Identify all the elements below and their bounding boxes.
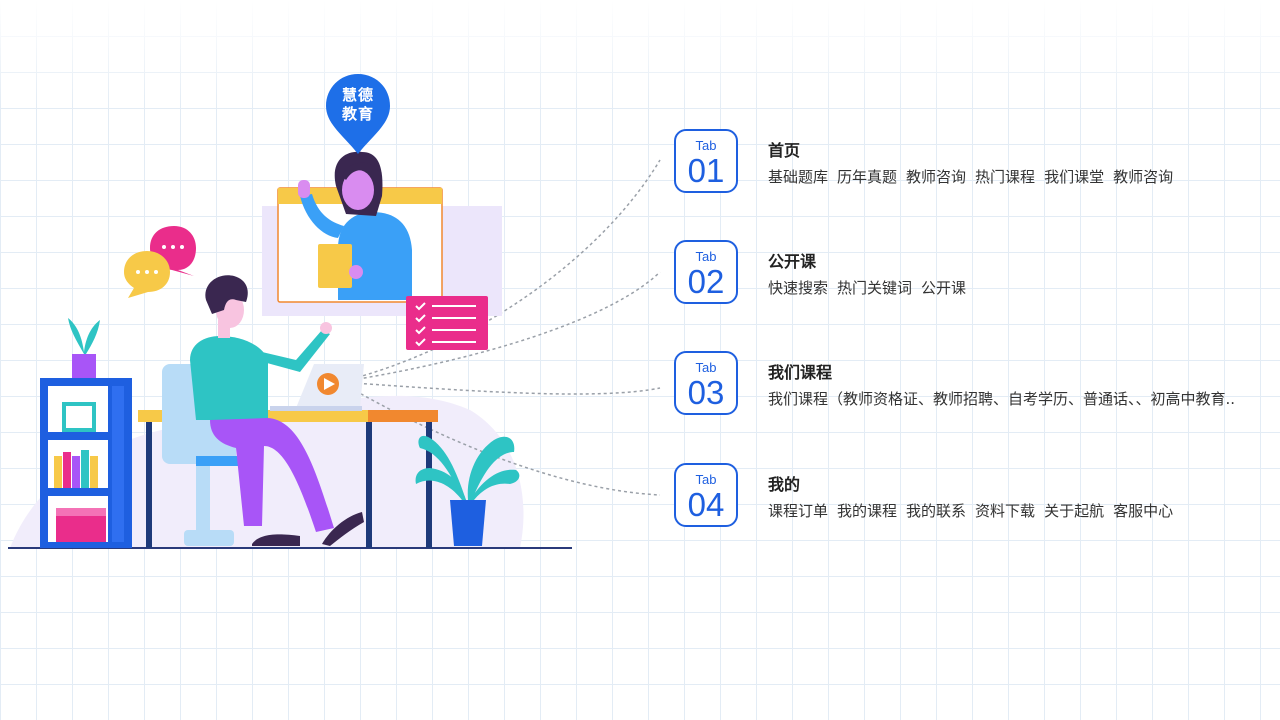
tab-label: Tab bbox=[695, 472, 717, 487]
tab-03-description[interactable]: 我们课程（教师资格证、教师招聘、自考学历、普通话、、初高中教育.. bbox=[768, 390, 1236, 408]
connector-lines bbox=[339, 159, 661, 496]
tab-row-01: Tab 01 首页 基础题库 历年真题 教师咨询 热门课程 我们课堂 教师咨询 bbox=[674, 129, 1274, 199]
tab-04-item-my-courses[interactable]: 我的课程 bbox=[837, 502, 898, 520]
tab-02-title[interactable]: 公开课 bbox=[768, 252, 817, 271]
brand-name-line1: 慧德 bbox=[341, 86, 374, 104]
tab-01-item-hot-courses[interactable]: 热门课程 bbox=[975, 168, 1036, 186]
tab-04-item-course-orders[interactable]: 课程订单 bbox=[768, 502, 829, 520]
tab-01-items: 基础题库 历年真题 教师咨询 热门课程 我们课堂 教师咨询 bbox=[768, 166, 1182, 187]
location-pin-icon bbox=[326, 74, 390, 154]
tab-label: Tab bbox=[695, 249, 717, 264]
teacher-figure bbox=[298, 151, 412, 300]
tab-02-item-quick-search[interactable]: 快速搜索 bbox=[768, 279, 829, 297]
tab-number: 04 bbox=[687, 486, 725, 523]
tab-04-item-support[interactable]: 客服中心 bbox=[1113, 502, 1174, 520]
tab-number: 02 bbox=[687, 263, 725, 300]
tab-label: Tab bbox=[695, 138, 717, 153]
tab-01-item-basic-questions[interactable]: 基础题库 bbox=[768, 168, 829, 186]
tab-01-item-past-exams[interactable]: 历年真题 bbox=[837, 168, 898, 186]
brand-pin: 慧德 教育 bbox=[324, 72, 392, 156]
tab-01-item-teacher-consult[interactable]: 教师咨询 bbox=[906, 168, 967, 186]
brand-name-line2: 教育 bbox=[341, 105, 374, 123]
tab-02-item-hot-keywords[interactable]: 热门关键词 bbox=[837, 279, 913, 297]
tab-04-item-downloads[interactable]: 资料下载 bbox=[975, 502, 1036, 520]
brand-name: 慧德 教育 bbox=[324, 86, 392, 124]
tab-02-item-open-class[interactable]: 公开课 bbox=[921, 279, 967, 297]
tab-label: Tab bbox=[695, 360, 717, 375]
tab-number: 03 bbox=[687, 374, 725, 411]
tab-row-02: Tab 02 公开课 快速搜索 热门关键词 公开课 bbox=[674, 240, 1274, 310]
bookshelf bbox=[40, 318, 132, 548]
tab-02-items: 快速搜索 热门关键词 公开课 bbox=[768, 277, 975, 298]
laptop bbox=[270, 364, 364, 411]
tab-04-item-about[interactable]: 关于起航 bbox=[1044, 502, 1105, 520]
tab-03-badge[interactable]: Tab 03 bbox=[674, 351, 738, 415]
tab-04-items: 课程订单 我的课程 我的联系 资料下载 关于起航 客服中心 bbox=[768, 500, 1182, 521]
tab-01-item-teacher-consult-2[interactable]: 教师咨询 bbox=[1113, 168, 1174, 186]
tab-03-title[interactable]: 我们课程 bbox=[768, 363, 833, 382]
student-figure bbox=[190, 275, 364, 546]
tab-04-badge[interactable]: Tab 04 bbox=[674, 463, 738, 527]
tab-01-badge[interactable]: Tab 01 bbox=[674, 129, 738, 193]
tab-01-item-our-classroom[interactable]: 我们课堂 bbox=[1044, 168, 1105, 186]
checklist-card bbox=[406, 296, 488, 350]
tab-04-item-my-contacts[interactable]: 我的联系 bbox=[906, 502, 967, 520]
tab-04-title[interactable]: 我的 bbox=[768, 475, 801, 494]
tab-02-badge[interactable]: Tab 02 bbox=[674, 240, 738, 304]
tab-row-03: Tab 03 我们课程 我们课程（教师资格证、教师招聘、自考学历、普通话、、初高… bbox=[674, 351, 1274, 421]
background-blob bbox=[10, 395, 524, 548]
chat-bubbles bbox=[124, 226, 196, 298]
tab-number: 01 bbox=[687, 152, 725, 189]
potted-plant bbox=[415, 435, 520, 546]
tab-row-04: Tab 04 我的 课程订单 我的课程 我的联系 资料下载 关于起航 客服中心 bbox=[674, 463, 1274, 533]
tab-01-title[interactable]: 首页 bbox=[768, 141, 801, 160]
